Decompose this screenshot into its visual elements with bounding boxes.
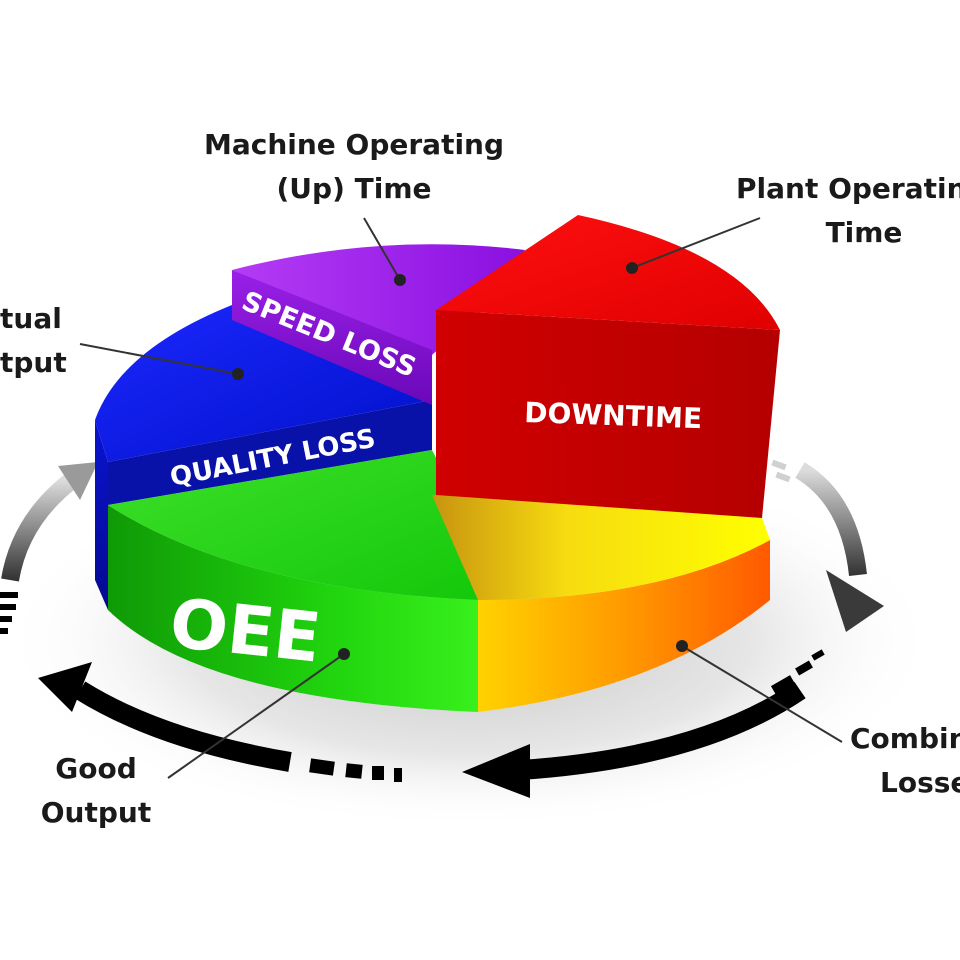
arrow-right-head [826,570,884,632]
leader-dots [232,262,688,660]
arrow-bottom-dashes [770,649,825,695]
callout-plant-operating-line1: Plant Operatin [736,172,960,205]
leader-lines [79,217,843,779]
callout-machine-operating-line1: Machine Operating [204,128,504,161]
slice-oee-top [108,450,478,600]
callout-machine-operating-line2: (Up) Time [277,172,432,205]
arrow-upper-left-body [1,472,78,582]
slice-oee-side [108,505,478,712]
slice-combined-side [478,540,770,712]
slice-speed-loss-face [232,270,432,405]
slice-quality-loss-face [108,400,432,505]
slice-combined-top [432,495,770,600]
callout-good-output-line1: Good [55,752,137,785]
cycle-arrows [0,459,884,798]
arrow-right-dashes [771,459,791,483]
callout-combined-losses-line2: Losse [880,766,960,799]
pie-chart [95,215,780,712]
callout-combined-losses-line1: Combin [850,722,960,755]
arrow-bottom-head [462,744,530,798]
slice-downtime-top [436,215,780,330]
arrow-upper-left-head [58,462,98,500]
callout-actual-output-line2: tput [0,346,67,379]
label-oee: OEE [166,584,324,678]
slice-downtime-face [436,310,780,518]
callout-plant-operating-line2: Time [826,216,903,249]
arrow-left-body [74,681,292,772]
label-downtime: DOWNTIME [524,396,703,435]
arrow-bottom-body [519,681,806,780]
callout-good-output-line2: Output [41,796,151,829]
callout-actual-output-line1: tual [0,302,62,335]
slice-quality-loss-top [95,305,432,462]
arrow-left-head [38,662,92,712]
arrow-left-dashes [309,758,402,782]
slice-quality-loss-side [95,420,108,610]
arrow-right-body [795,462,867,577]
arrow-upper-left-dashes [0,592,18,634]
